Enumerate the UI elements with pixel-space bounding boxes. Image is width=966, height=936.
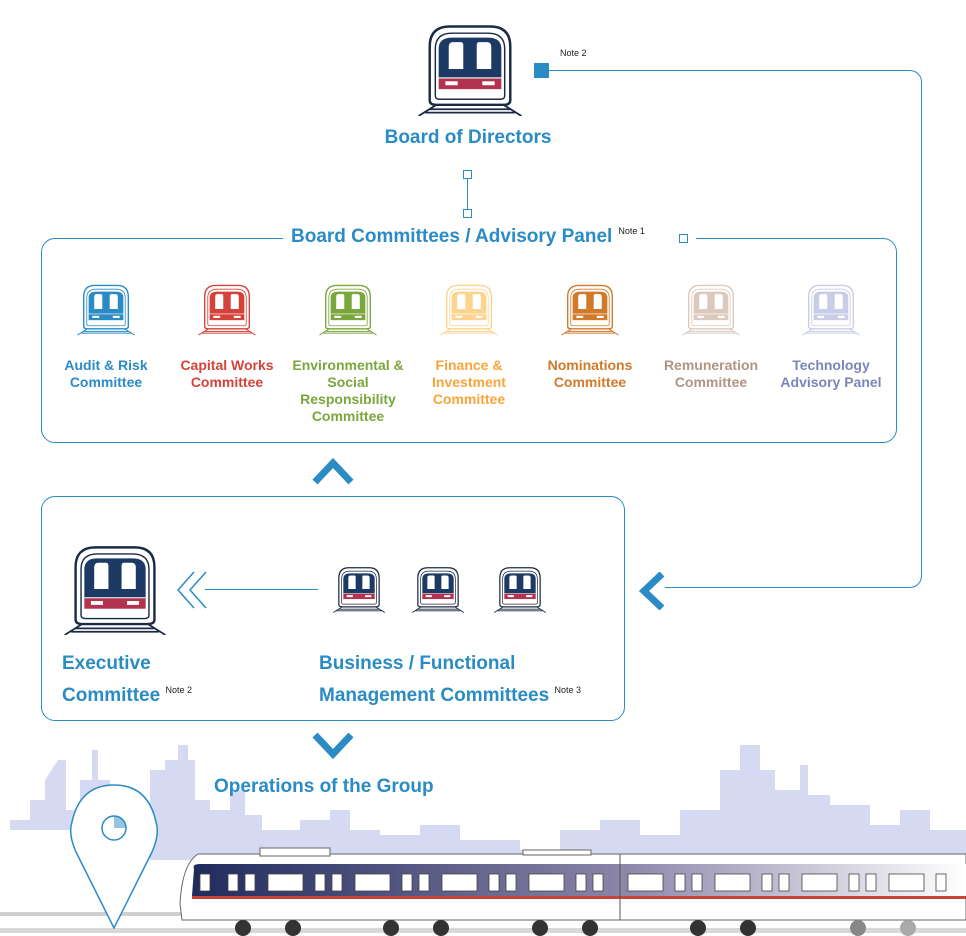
executive-train-icon [60, 543, 170, 635]
committee-item: Nominations Committee [531, 273, 649, 391]
connector-line [665, 587, 910, 589]
committee-item: Remuneration Committee [652, 273, 770, 391]
connector-line [908, 70, 922, 588]
board-of-directors-title: Board of Directors [384, 127, 552, 148]
connector-line [467, 179, 469, 209]
committee-item: Capital Works Committee [168, 273, 286, 391]
committees-note: Note 1 [618, 226, 645, 236]
connector-square [463, 209, 472, 218]
chevron-left-icon [638, 572, 665, 610]
note-connector-square [534, 63, 549, 78]
business-train-icon [492, 561, 548, 617]
committee-train-icon [317, 273, 379, 345]
business-train-icon [410, 561, 466, 617]
committee-train-icon [75, 273, 137, 345]
board-note: Note 2 [560, 48, 587, 58]
committee-label: Environmental & Social Responsibility Co… [292, 357, 404, 424]
committee-label: Capital Works Committee [180, 357, 274, 390]
committee-item: Audit & Risk Committee [47, 273, 165, 391]
committee-train-icon [196, 273, 258, 345]
location-pin-icon [69, 784, 159, 930]
business-note: Note 3 [554, 685, 581, 695]
committee-label: Technology Advisory Panel [780, 357, 882, 390]
chevron-up-icon [312, 457, 354, 485]
committee-item: Technology Advisory Panel [772, 273, 890, 391]
committee-label: Finance & Investment Committee [432, 357, 506, 407]
connector-square [678, 234, 688, 243]
board-committees-title: Board Committees / Advisory Panel [291, 226, 613, 247]
connector-square [463, 170, 472, 179]
connector-line [549, 70, 911, 72]
committee-train-icon [680, 273, 742, 345]
executive-note: Note 2 [165, 685, 192, 695]
business-train-icon [331, 561, 387, 617]
chevron-down-icon [312, 732, 354, 760]
train-illustration [179, 847, 966, 936]
committee-item: Finance & Investment Committee [410, 273, 528, 408]
board-train-icon [414, 22, 526, 116]
double-chevron-left-icon [176, 571, 207, 609]
management-panel [41, 496, 625, 721]
committee-label: Audit & Risk Committee [64, 357, 148, 390]
committee-train-icon [559, 273, 621, 345]
committee-item: Environmental & Social Responsibility Co… [289, 273, 407, 425]
committee-train-icon [800, 273, 862, 345]
committee-label: Remuneration Committee [663, 357, 759, 390]
committee-train-icon [438, 273, 500, 345]
operations-title: Operations of the Group [214, 776, 434, 797]
board-committees-header: Board Committees / Advisory Panel Note 1 [283, 226, 696, 248]
connector-line [205, 589, 318, 591]
committee-label: Nominations Committee [547, 357, 633, 390]
